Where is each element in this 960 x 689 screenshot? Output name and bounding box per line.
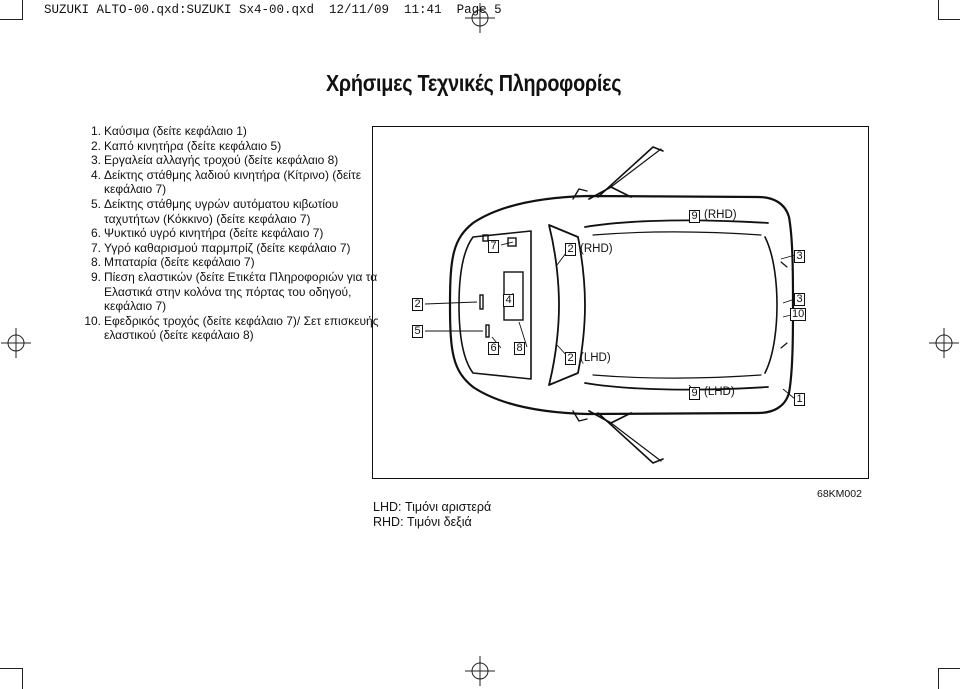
- list-item: 4.Δείκτης στάθμης λαδιού κινητήρα (Κίτρι…: [90, 167, 362, 197]
- callout-1-fuel: 1: [794, 393, 805, 406]
- crop-mark-top-right-v: [938, 0, 939, 20]
- steering-legend: LHD: Τιμόνι αριστερά RHD: Τιμόνι δεξιά: [373, 500, 491, 530]
- registration-mark-bottom-icon: [465, 656, 495, 686]
- list-item: 6.Ψυκτικό υγρό κινητήρα (δείτε κεφάλαιο …: [90, 226, 324, 241]
- callout-5-transmission-dipstick: 5: [412, 325, 423, 338]
- callout-3-tools-upper: 3: [794, 250, 805, 263]
- car-diagram-frame: [372, 126, 869, 479]
- callout-3-tools-lower: 3: [794, 293, 805, 306]
- lhd-tag-hood: (LHD): [580, 352, 611, 364]
- lhd-tag-tire: (LHD): [704, 386, 735, 398]
- list-item: 1.Καύσιμα (δείτε κεφάλαιο 1): [90, 124, 247, 138]
- callout-9-rhd: 9: [689, 210, 700, 223]
- list-item: 9.Πίεση ελαστικών (δείτε Ετικέτα Πληροφο…: [90, 269, 378, 314]
- list-item: 8.Μπαταρία (δείτε κεφάλαιο 7): [90, 255, 255, 270]
- list-item: 2.Καπό κινητήρα (δείτε κεφάλαιο 5): [90, 138, 282, 153]
- list-item: 3.Εργαλεία αλλαγής τροχού (δείτε κεφάλαι…: [90, 153, 339, 168]
- callout-10-spare-wheel: 10: [790, 308, 807, 321]
- print-slug-line: SUZUKI ALTO-00.qxd:SUZUKI Sx4-00.qxd 12/…: [44, 3, 502, 17]
- registration-mark-left-icon: [1, 328, 31, 358]
- callout-7-washer-fluid: 7: [488, 240, 499, 253]
- list-item: 7.Υγρό καθαρισμού παρμπρίζ (δείτε κεφάλα…: [90, 240, 351, 255]
- rhd-tag-hood: (RHD): [580, 243, 613, 255]
- registration-mark-top-icon: [465, 3, 495, 33]
- rhd-tag-tire: (RHD): [704, 209, 737, 221]
- callout-6-coolant: 6: [488, 342, 499, 355]
- crop-mark-bottom-right-v: [938, 668, 939, 689]
- page-title: Χρήσιμες Τεχνικές Πληροφορίες: [326, 70, 622, 96]
- crop-mark-top-left-v: [22, 0, 23, 20]
- legend-lhd: LHD: Τιμόνι αριστερά: [373, 500, 492, 514]
- callout-8-battery: 8: [514, 342, 525, 355]
- crop-mark-bottom-right-h: [938, 668, 960, 669]
- callout-2-rhd: 2: [565, 243, 576, 256]
- crop-mark-top-left-h: [0, 19, 22, 20]
- callout-2-lhd: 2: [565, 352, 576, 365]
- crop-mark-bottom-left-v: [22, 668, 23, 689]
- crop-mark-bottom-left-h: [0, 668, 22, 669]
- crop-mark-top-right-h: [938, 19, 960, 20]
- list-item: 10.Εφεδρικός τροχός (δείτε κεφάλαιο 7)/ …: [84, 313, 379, 343]
- car-top-view-illustration: [424, 146, 796, 464]
- list-item: 5.Δείκτης στάθμης υγρών αυτόματου κιβωτί…: [90, 196, 339, 226]
- callout-9-lhd: 9: [689, 387, 700, 400]
- callout-2-hood: 2: [412, 298, 423, 311]
- registration-mark-right-icon: [929, 328, 959, 358]
- legend-rhd: RHD: Τιμόνι δεξιά: [373, 515, 472, 529]
- callout-4-oil-dipstick: 4: [503, 294, 514, 307]
- figure-code: 68KM002: [817, 488, 862, 500]
- technical-info-list: 1.Καύσιμα (δείτε κεφάλαιο 1) 2.Καπό κινη…: [82, 124, 382, 343]
